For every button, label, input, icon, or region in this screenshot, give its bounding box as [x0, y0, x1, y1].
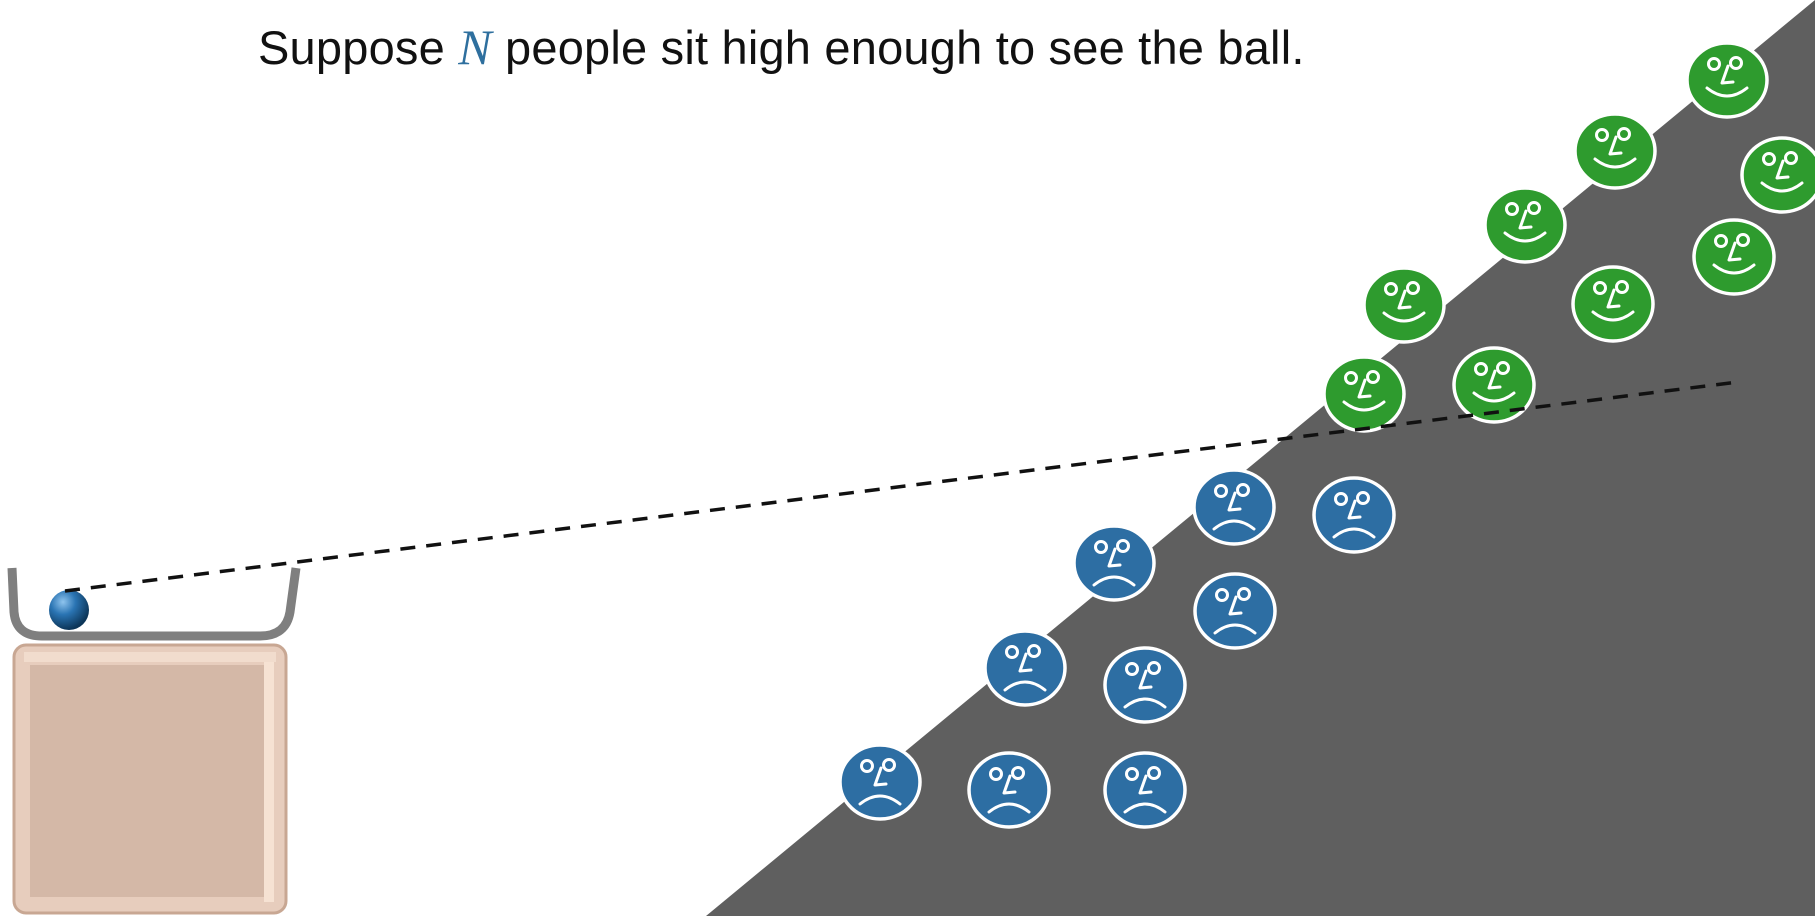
frowning-face-icon	[1103, 646, 1187, 724]
frowning-face-icon	[838, 743, 922, 821]
frowning-face-icon	[1192, 468, 1276, 546]
smiley-face-icon	[1685, 41, 1769, 119]
smiley-face-icon	[1740, 136, 1815, 214]
ball-icon	[49, 590, 89, 630]
pedestal-box	[12, 643, 288, 915]
caption-variable-n: N	[458, 19, 492, 75]
caption-after: people sit high enough to see the ball.	[491, 21, 1305, 74]
frowning-face-icon	[967, 751, 1051, 829]
smiley-face-icon	[1692, 218, 1776, 296]
smiley-face-icon	[1322, 355, 1406, 433]
caption: Suppose N people sit high enough to see …	[258, 18, 1305, 76]
spectator-faces	[838, 41, 1815, 829]
smiley-face-icon	[1573, 112, 1657, 190]
smiley-face-icon	[1452, 346, 1536, 424]
frowning-face-icon	[1312, 476, 1396, 554]
frowning-face-icon	[983, 629, 1067, 707]
smiley-face-icon	[1483, 186, 1567, 264]
frowning-face-icon	[1193, 572, 1277, 650]
smiley-face-icon	[1571, 265, 1655, 343]
caption-before: Suppose	[258, 21, 459, 74]
frowning-face-icon	[1072, 524, 1156, 602]
ball-cup	[7, 567, 301, 641]
smiley-face-icon	[1362, 266, 1446, 344]
frowning-face-icon	[1103, 751, 1187, 829]
sight-line	[64, 380, 1739, 593]
